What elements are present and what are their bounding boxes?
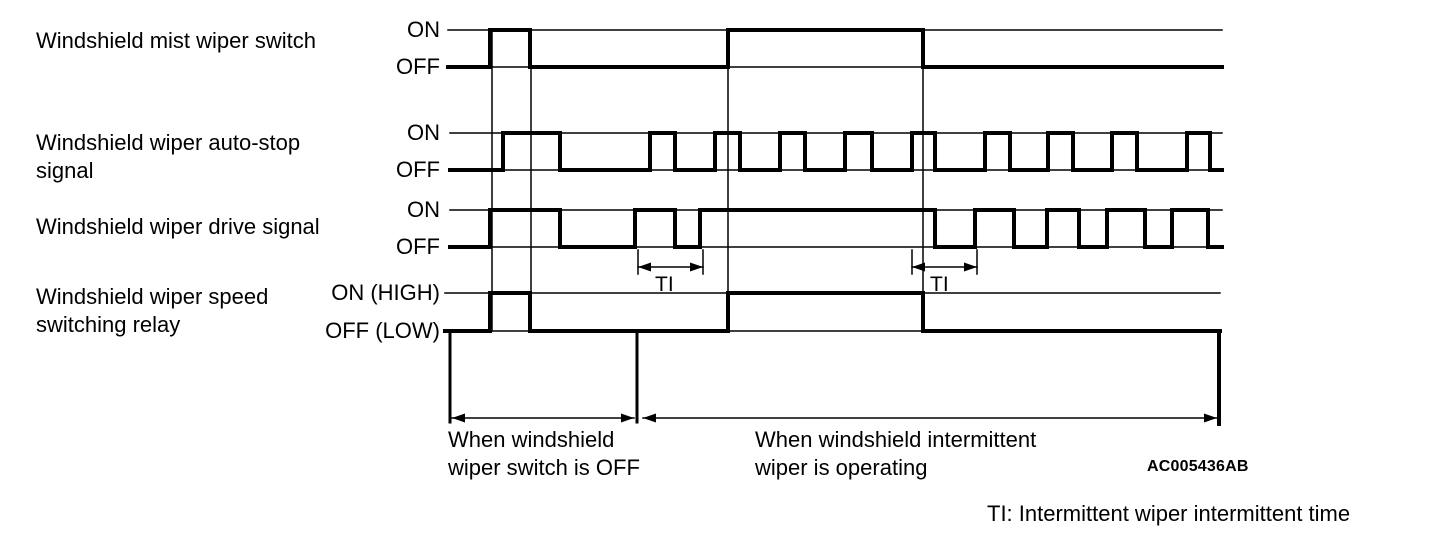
row-label-auto-stop-line2: signal <box>36 158 94 183</box>
row-label-auto-stop-line1: Windshield wiper auto-stop <box>36 130 301 155</box>
ti-arrowhead-left-2 <box>912 262 925 272</box>
waveform-wiper-speed-switching-relay <box>443 291 1222 333</box>
mist-switch-off-level-label: OFF <box>396 54 440 79</box>
waveform-wiper-drive-signal <box>448 208 1224 249</box>
span-arrowhead-right-1 <box>621 413 634 423</box>
drive-signal-off-level-label: OFF <box>396 234 440 259</box>
span-arrowhead-right-2 <box>1204 413 1217 423</box>
row-label-drive-signal: Windshield wiper drive signal <box>36 214 320 239</box>
ti-arrowhead-right-2 <box>964 262 977 272</box>
relay-off-low-level-label: OFF (LOW) <box>325 318 440 343</box>
caption-intermittent-line2: wiper is operating <box>755 455 928 480</box>
caption-switch-off-line2: wiper switch is OFF <box>448 455 640 480</box>
ti-arrowhead-left-1 <box>638 262 651 272</box>
mist-switch-on-level-label: ON <box>407 17 440 42</box>
span-arrowhead-left-1 <box>452 413 465 423</box>
waveform-mist-wiper-switch <box>446 28 1224 69</box>
caption-switch-off-line1: When windshield <box>448 427 615 452</box>
row-label-speed-relay-line2: switching relay <box>36 312 181 337</box>
waveform-wiper-auto-stop-signal <box>448 131 1224 172</box>
caption-intermittent-line1: When windshield intermittent <box>755 427 1037 452</box>
ti-footnote: TI: Intermittent wiper intermittent time <box>987 501 1351 526</box>
auto-stop-off-level-label: OFF <box>396 157 440 182</box>
span-arrowhead-left-2 <box>643 413 656 423</box>
row-label-speed-relay-line1: Windshield wiper speed <box>36 284 269 309</box>
row-label-mist-wiper-switch: Windshield mist wiper switch <box>36 28 316 53</box>
ti-dimension-label-1: TI <box>655 273 674 296</box>
ti-dimension-label-2: TI <box>930 273 949 296</box>
auto-stop-on-level-label: ON <box>407 120 440 145</box>
relay-on-high-level-label: ON (HIGH) <box>331 280 440 305</box>
ti-arrowhead-right-1 <box>690 262 703 272</box>
figure-code: AC005436AB <box>1147 458 1249 475</box>
drive-signal-on-level-label: ON <box>407 197 440 222</box>
